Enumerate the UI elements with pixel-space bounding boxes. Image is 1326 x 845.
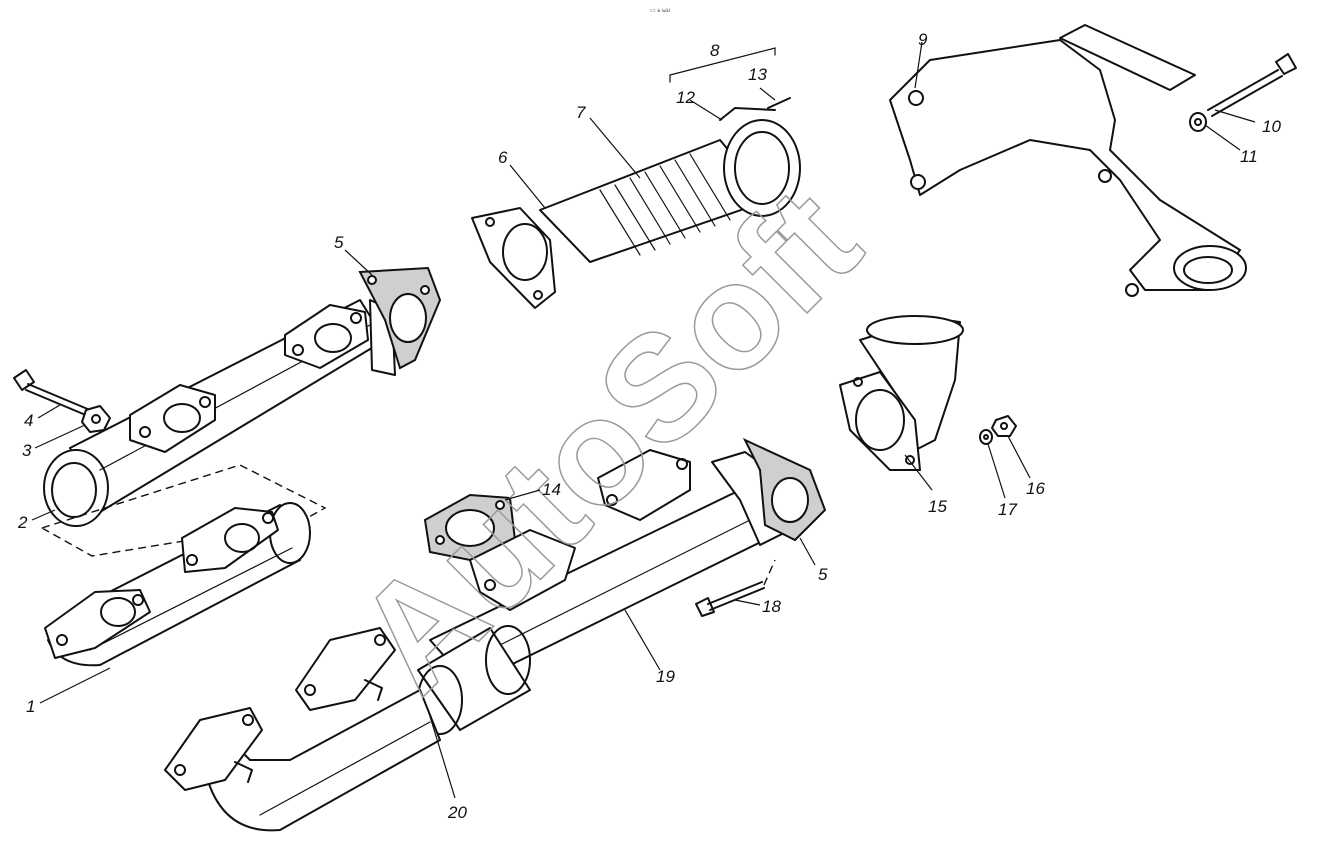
part-15-elbow-pipe: [839, 315, 964, 471]
part-1-left-manifold-lower: [44, 502, 311, 667]
callout-19: 19: [656, 667, 675, 686]
part-14-gasket: [423, 493, 517, 562]
part-17-washer: [979, 429, 993, 445]
callout-17: 17: [998, 500, 1017, 519]
callout-13: 13: [748, 65, 767, 84]
callout-15: 15: [928, 497, 947, 516]
callout-2: 2: [17, 513, 28, 532]
part-5-gasket-lower: [742, 437, 827, 542]
callout-5-upper: 5: [334, 233, 344, 252]
callout-labels: 1 2 3 4 5 5 6 7 8 9 10 11 12 13 14 15 16…: [17, 30, 1281, 822]
part-8-clamp-assembly: [669, 47, 801, 217]
callout-18: 18: [762, 597, 781, 616]
callout-9: 9: [918, 30, 928, 49]
part-20-slip-joint-ring: [417, 625, 531, 735]
callout-5-lower: 5: [818, 565, 828, 584]
callout-20: 20: [447, 803, 467, 822]
part-16-nut: [991, 415, 1017, 437]
callout-4: 4: [24, 411, 33, 430]
callout-14: 14: [542, 480, 561, 499]
part-9-right-manifold: [889, 24, 1247, 297]
callout-11: 11: [1240, 147, 1258, 166]
part-5-gasket-upper: [358, 266, 442, 370]
header-text: ▭ ь ьш: [650, 8, 670, 14]
part-10-bolt: [1207, 53, 1297, 117]
part-2-left-manifold-upper: [43, 299, 396, 527]
callout-3: 3: [22, 441, 32, 460]
part-18-bolt: [695, 559, 776, 617]
callout-10: 10: [1262, 117, 1281, 136]
part-3-nut: [81, 405, 111, 433]
leader-lines: [31, 41, 1256, 799]
callout-8: 8: [710, 41, 720, 60]
callout-7: 7: [576, 103, 586, 122]
callout-12: 12: [676, 88, 695, 107]
callout-6: 6: [498, 148, 508, 167]
part-6-exhaust-pipe-flange: [471, 207, 556, 309]
part-4-bolt: [13, 369, 91, 417]
part-lower-left-manifold: [164, 627, 441, 832]
callout-1: 1: [26, 697, 35, 716]
callout-16: 16: [1026, 479, 1045, 498]
part-11-washer: [1189, 112, 1207, 132]
